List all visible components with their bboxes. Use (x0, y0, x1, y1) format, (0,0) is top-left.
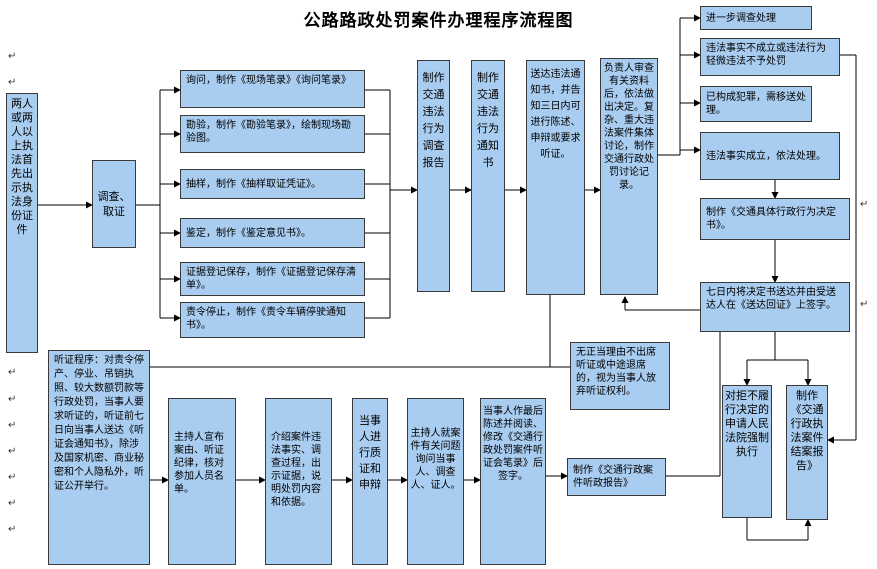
node-decision: 制作《交通具体行政行为决定书》。 (700, 198, 850, 240)
paragraph-mark: ↵ (8, 446, 17, 457)
node-established-label: 违法事实成立，依法处理。 (706, 150, 826, 162)
paragraph-mark: ↵ (8, 472, 17, 483)
paragraph-mark: ↵ (8, 77, 17, 88)
paragraph-mark: ↵ (8, 51, 17, 62)
node-further-label: 进一步调查处理 (706, 12, 776, 24)
node-court: 对拒不履行决定的申请人民法院强制执行 (722, 385, 772, 518)
node-serve: 七日内将决定书送达并由受送达人在《送达回证》上签字。 (700, 282, 850, 332)
node-final: 当事人作最后陈述并阅读、修改《交通行政处罚案件听证会笔录》后签字。 (480, 398, 546, 565)
node-appraise: 鉴定，制作《鉴定意见书》。 (180, 218, 365, 248)
node-host1: 主持人宣布案由、听证纪律，核对参加人员名单。 (168, 398, 236, 565)
node-deliver: 送达违法通知书，并告知三日内可进行陈述、申辩或要求听证。 (526, 60, 585, 295)
node-absent: 无正当理由不出席听证或中途退席的，视为当事人放弃听证权利。 (570, 342, 670, 410)
paragraph-mark: ↵ (8, 498, 17, 509)
node-investigate-label: 调查、取证 (97, 190, 131, 218)
node-hearing: 听证程序：对责令停产、停业、吊销执照、较大数额罚款等行政处罚，当事人要求听证的，… (48, 350, 150, 565)
node-review: 负责人审查有关资料后，依法做出决定。复杂、重大违法案件集体讨论，制作交通行政处罚… (600, 58, 658, 295)
paragraph-mark: ↵ (8, 420, 17, 431)
node-close-report: 制作《交通行政执法案件结案报告》 (786, 385, 828, 520)
node-host2: 主持人就案件有关问题询问当事人、调查人、证人。 (407, 398, 464, 565)
node-intro: 介绍案件违法事实、调查过程，出示证据，说明处罚内容和依据。 (265, 398, 332, 565)
node-start: 两人或两人以上执法首先出示执法身份证件 (6, 93, 38, 353)
node-decision-label: 制作《交通具体行政行为决定书》。 (706, 207, 836, 231)
node-sample: 抽样，制作《抽样取证凭证》。 (180, 169, 365, 199)
node-investigate: 调查、取证 (92, 160, 136, 248)
paragraph-mark: ↵ (8, 367, 17, 378)
paragraph-mark: ↵ (8, 524, 17, 535)
node-preserve: 证据登记保存，制作《证据登记保存清单》。 (180, 262, 365, 296)
node-party: 当事人进行质证和申辩 (352, 398, 388, 565)
node-inquiry: 询问，制作《现场笔录》《询问笔录》 (180, 70, 365, 108)
node-sample-label: 抽样，制作《抽样取证凭证》。 (186, 178, 321, 190)
paragraph-mark: ↵ (8, 394, 17, 405)
node-stop: 责令停止，制作《责令车辆停驶通知书》。 (180, 302, 365, 338)
node-hearing-report-label: 制作《交通行政案件听政报告》 (573, 465, 653, 489)
node-notice: 制作交通违法行为通知书 (471, 60, 505, 292)
node-hearing-report: 制作《交通行政案件听政报告》 (567, 458, 666, 496)
node-appraise-label: 鉴定，制作《鉴定意见书》。 (186, 227, 311, 239)
node-further: 进一步调查处理 (700, 6, 812, 30)
node-crime: 已构成犯罪，需移送处理。 (700, 86, 812, 122)
node-crime-label: 已构成犯罪，需移送处理。 (706, 92, 806, 116)
paragraph-mark: ↵ (860, 199, 869, 210)
paragraph-mark: ↵ (860, 299, 869, 310)
node-not-established: 违法事实不成立或违法行为轻微违法不予处罚 (700, 38, 840, 76)
page-title: 公路路政处罚案件办理程序流程图 (303, 11, 574, 31)
node-inspect: 勘验，制作《勘验笔录》，绘制现场勘验图。 (180, 115, 365, 153)
node-established: 违法事实成立，依法处理。 (700, 132, 840, 180)
node-report: 制作交通违法行为调查报告 (417, 60, 450, 292)
